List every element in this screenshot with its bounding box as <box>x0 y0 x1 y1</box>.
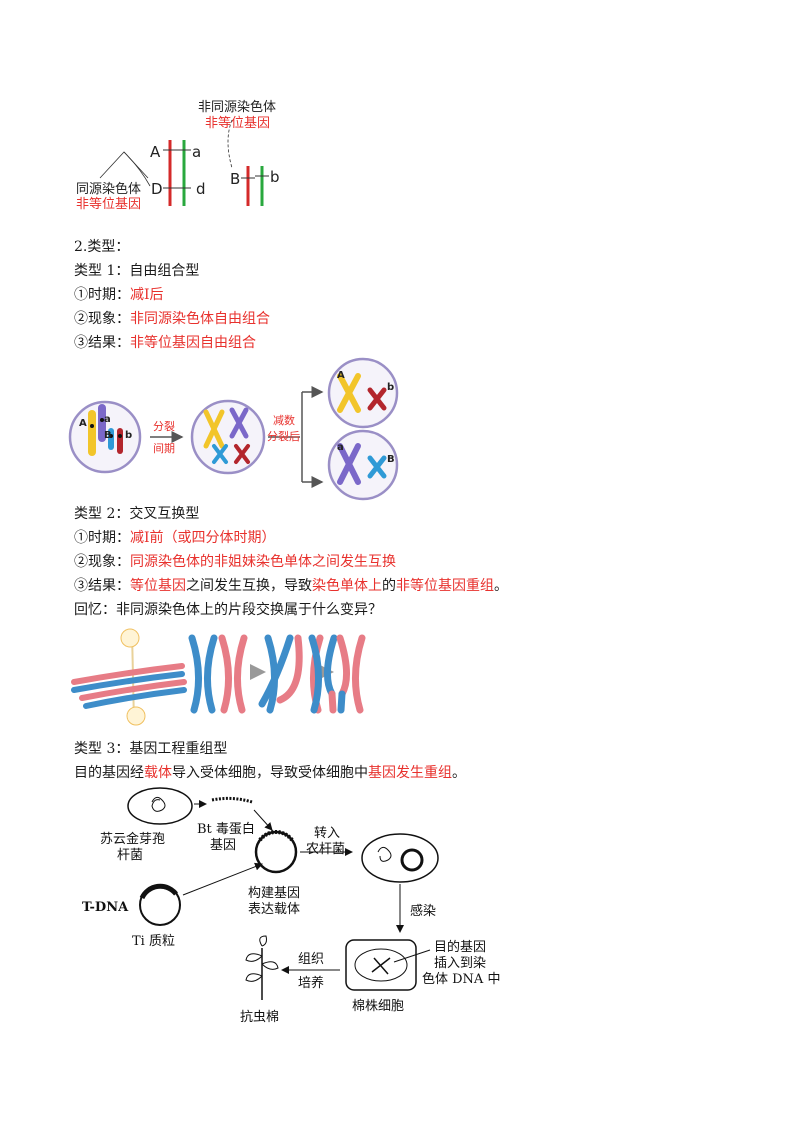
type3-desc-part1: 目的基因经 <box>74 765 144 781</box>
assortment-drawing <box>68 357 399 501</box>
label-homologous: 同源染色体 <box>76 182 142 197</box>
arrow1-label-2: 间期 <box>153 442 175 455</box>
label-culture-2: 培养 <box>298 976 325 991</box>
gene-B-cell4: B <box>387 454 395 465</box>
type1-period-value: 减Ⅰ后 <box>130 287 164 303</box>
allele-B: B <box>230 170 241 188</box>
arrow1-label-1: 分裂 <box>153 420 175 433</box>
label-cotton-cell: 棉株细胞 <box>352 999 405 1014</box>
label-resistant: 抗虫棉 <box>240 1010 280 1025</box>
gene-A-cell1: A <box>79 418 87 429</box>
arrow2-label-1: 减数 <box>273 414 295 427</box>
type1-phenomenon: ②现象：非同源染色体自由组合 <box>74 308 270 328</box>
gene-a-cell4: a <box>337 442 344 453</box>
allele-a: a <box>192 143 202 161</box>
allele-A: A <box>150 143 161 161</box>
type2-period-value: 减Ⅰ前（或四分体时期） <box>130 530 276 546</box>
type2-result-part3: 染色单体上 <box>312 578 382 594</box>
type1-period: ①时期：减Ⅰ后 <box>74 284 164 304</box>
chromosome-drawing-1 <box>99 119 269 206</box>
type1-result-value: 非等位基因自由组合 <box>130 335 256 351</box>
type2-period-label: ①时期： <box>74 530 130 546</box>
label-nonallelic-bottom: 非等位基因 <box>76 197 142 212</box>
type3-desc-part5: 。 <box>452 765 466 781</box>
type2-result-part5: 非等位基因重组 <box>396 578 494 594</box>
type2-phenomenon-label: ②现象： <box>74 554 130 570</box>
gene-b-cell1: b <box>125 430 133 441</box>
label-infect: 感染 <box>410 904 437 919</box>
arrow2-label-2: 分裂后 <box>267 430 300 443</box>
gene-b-cell3: b <box>387 382 395 393</box>
type2-result-part6: 。 <box>494 578 508 594</box>
label-nonhomologous: 非同源染色体 <box>198 100 277 115</box>
label-tdna: T-DNA <box>82 900 129 915</box>
type2-result: ③结果：等位基因之间发生互换，导致染色单体上的非等位基因重组。 <box>74 575 508 595</box>
gene-a-cell1: a <box>104 414 111 425</box>
gene-B-cell1: B <box>104 430 112 441</box>
type3-title: 类型 3：基因工程重组型 <box>74 741 228 757</box>
label-transfer-1: 转入 <box>314 826 341 841</box>
label-target-1: 目的基因 <box>434 940 487 955</box>
label-culture-1: 组织 <box>298 952 325 967</box>
label-target-2: 插入到染 <box>434 956 487 971</box>
type1-title: 类型 1：自由组合型 <box>74 263 200 279</box>
type2-period: ①时期：减Ⅰ前（或四分体时期） <box>74 527 276 547</box>
type2-result-part1: 等位基因 <box>130 578 186 594</box>
type2-title: 类型 2：交叉互换型 <box>74 506 200 522</box>
section-title: 2.类型： <box>74 239 130 255</box>
label-transfer-2: 农杆菌 <box>306 842 346 857</box>
label-bt-1: Bt 毒蛋白 <box>197 822 255 837</box>
type3-desc-part4: 基因发生重组 <box>368 765 452 781</box>
type1-result-label: ③结果： <box>74 335 130 351</box>
type2-result-part4: 的 <box>382 578 396 594</box>
allele-d: d <box>196 180 206 198</box>
label-target-3: 色体 DNA 中 <box>422 972 501 987</box>
label-bacterium-2: 杆菌 <box>117 848 144 863</box>
type2-phenomenon-value: 同源染色体的非姐妹染色单体之间发生互换 <box>130 554 396 570</box>
type1-phenomenon-label: ②现象： <box>74 311 130 327</box>
label-bt-2: 基因 <box>210 838 237 853</box>
label-construct-2: 表达载体 <box>248 902 301 917</box>
type1-result: ③结果：非等位基因自由组合 <box>74 332 256 352</box>
type2-recall: 回忆：非同源染色体上的片段交换属于什么变异？ <box>74 602 382 618</box>
type3-desc: 目的基因经载体导入受体细胞，导致受体细胞中基因发生重组。 <box>74 762 466 782</box>
label-construct-1: 构建基因 <box>248 886 301 901</box>
type2-result-label: ③结果： <box>74 578 130 594</box>
allele-D: D <box>151 180 163 198</box>
label-ti: Ti 质粒 <box>132 934 175 949</box>
type3-desc-part2: 载体 <box>144 765 172 781</box>
crossover-drawing <box>71 628 366 726</box>
type3-desc-part3: 导入受体细胞，导致受体细胞中 <box>172 765 368 781</box>
type2-result-part2: 之间发生互换，导致 <box>186 578 312 594</box>
allele-b: b <box>270 168 280 186</box>
gene-A-cell3: A <box>337 370 345 381</box>
type2-phenomenon: ②现象：同源染色体的非姐妹染色单体之间发生互换 <box>74 551 396 571</box>
genetic-engineering-drawing <box>127 787 439 1000</box>
type1-period-label: ①时期： <box>74 287 130 303</box>
type1-phenomenon-value: 非同源染色体自由组合 <box>130 311 270 327</box>
label-nonallelic-top: 非等位基因 <box>205 116 271 131</box>
label-bacterium-1: 苏云金芽孢 <box>100 832 166 847</box>
